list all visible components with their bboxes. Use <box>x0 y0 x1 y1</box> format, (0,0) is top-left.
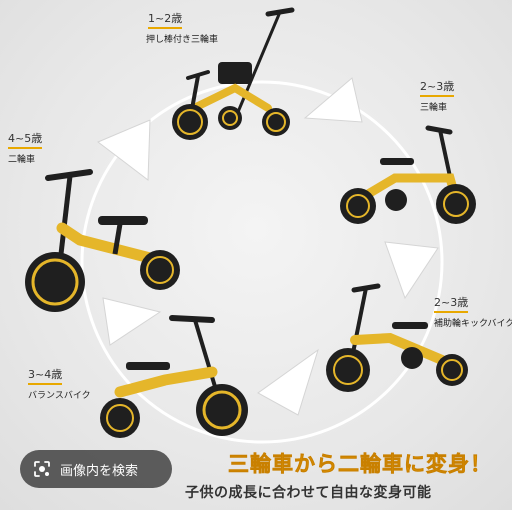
arrow-triangle-bottom <box>257 348 319 416</box>
arrow-triangle-top-right <box>303 77 363 123</box>
stage-age: 4~5歳 <box>8 130 43 149</box>
lens-search-icon <box>34 461 50 477</box>
stage-age: 3~4歳 <box>28 366 63 385</box>
arrow-triangle-left <box>102 297 162 346</box>
arrow-triangle-top-left <box>97 119 151 181</box>
stage-desc: 三輪車 <box>420 103 448 113</box>
stage-label-two-wheeler: 4~5歳 二輪車 <box>8 130 43 165</box>
bike-two-wheeler <box>25 169 180 312</box>
search-in-image-button[interactable]: 画像内を検索 <box>20 450 172 488</box>
arrow-triangle-right <box>384 241 439 300</box>
bike-push-trike <box>172 7 295 140</box>
cycle-circle <box>80 80 444 444</box>
subline: 子供の成長に合わせて自由な変身可能 <box>185 485 432 501</box>
stage-label-push-trike: 1~2歳 押し棒付き三輪車 <box>146 10 218 45</box>
stage-age: 1~2歳 <box>148 10 183 29</box>
bike-balance <box>100 315 248 438</box>
stage-desc: 補助輪キックバイク <box>434 319 512 329</box>
bike-kick-trainer <box>326 283 468 392</box>
stage-label-kick-trainer: 2~3歳 補助輪キックバイク <box>434 294 512 329</box>
stage-label-balance: 3~4歳 バランスバイク <box>28 366 91 401</box>
stage-age: 2~3歳 <box>420 78 455 97</box>
stage-age: 2~3歳 <box>434 294 469 313</box>
stage-desc: バランスバイク <box>28 391 91 401</box>
bike-trike <box>340 125 476 224</box>
search-in-image-label: 画像内を検索 <box>60 463 139 479</box>
stage-desc: 二輪車 <box>8 155 36 165</box>
stage-desc: 押し棒付き三輪車 <box>146 35 219 45</box>
headline: 三輪車から二輪車に変身！ <box>228 452 492 477</box>
stage-label-trike: 2~3歳 三輪車 <box>420 78 455 113</box>
